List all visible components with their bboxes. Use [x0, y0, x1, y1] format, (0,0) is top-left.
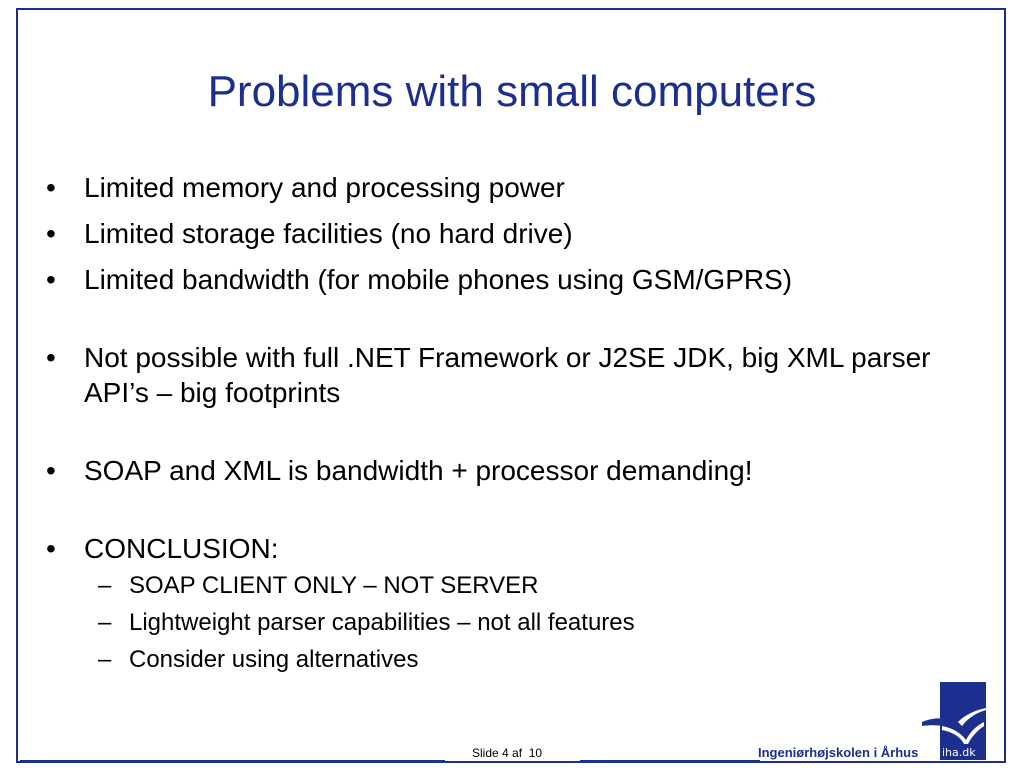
school-name: Ingeniørhøjskolen i Århus	[758, 745, 919, 760]
bullet-text: Limited memory and processing power	[84, 172, 565, 203]
bullet-marker: •	[46, 218, 56, 249]
bullet-marker: •	[46, 342, 56, 373]
bullet-text: Not possible with full .NET Framework or…	[84, 342, 931, 408]
sub-bullet-text: SOAP CLIENT ONLY – NOT SERVER	[129, 572, 539, 599]
sub-bullet-item: – Consider using alternatives	[84, 644, 966, 675]
bullet-text: CONCLUSION:	[84, 533, 279, 564]
slide-frame	[16, 8, 1006, 763]
bullet-text: Limited storage facilities (no hard driv…	[84, 218, 573, 249]
bullet-marker: •	[46, 455, 56, 486]
bullet-item: • Limited bandwidth (for mobile phones u…	[46, 262, 966, 297]
bullet-text: Limited bandwidth (for mobile phones usi…	[84, 264, 793, 295]
bullet-marker: •	[46, 172, 56, 203]
bullet-text: SOAP and XML is bandwidth + processor de…	[84, 455, 753, 486]
footer-divider-left	[20, 760, 445, 762]
sub-bullet-marker: –	[98, 572, 112, 599]
sub-bullet-marker: –	[98, 646, 112, 673]
sub-bullet-item: – Lightweight parser capabilities – not …	[84, 607, 966, 638]
logo-text: iha.dk	[942, 746, 976, 759]
bullet-item: • Limited storage facilities (no hard dr…	[46, 216, 966, 251]
bullet-item: • SOAP and XML is bandwidth + processor …	[46, 453, 966, 488]
bullet-list: • Limited memory and processing power • …	[46, 170, 966, 686]
sub-bullet-text: Consider using alternatives	[129, 646, 419, 673]
sub-bullet-marker: –	[98, 609, 112, 636]
sub-bullet-list: – SOAP CLIENT ONLY – NOT SERVER – Lightw…	[84, 570, 966, 675]
bullet-item: • Not possible with full .NET Framework …	[46, 340, 966, 410]
iha-logo-icon	[922, 682, 986, 760]
slide-title: Problems with small computers	[207, 67, 817, 116]
footer-divider-right	[580, 760, 760, 762]
sub-bullet-text: Lightweight parser capabilities – not al…	[129, 609, 635, 636]
slide-number: Slide 4 af 10	[472, 746, 543, 760]
bullet-item: • Limited memory and processing power	[46, 170, 966, 205]
bullet-item-conclusion: • CONCLUSION: – SOAP CLIENT ONLY – NOT S…	[46, 531, 966, 675]
bullet-marker: •	[46, 533, 56, 564]
bullet-marker: •	[46, 264, 56, 295]
sub-bullet-item: – SOAP CLIENT ONLY – NOT SERVER	[84, 570, 966, 601]
